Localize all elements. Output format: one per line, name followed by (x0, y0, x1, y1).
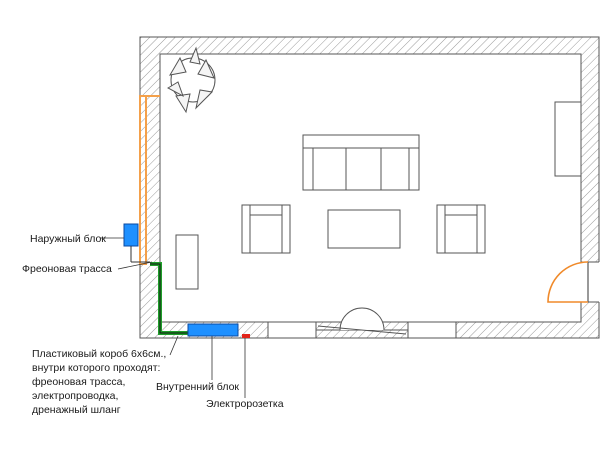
door-icon (547, 261, 589, 303)
plastic-duct (150, 262, 188, 335)
duct-note-line: фреоновая трасса, (32, 376, 125, 388)
socket (242, 334, 250, 338)
duct-note-line: внутри которого проходят: (32, 362, 160, 374)
tv-stand (267, 307, 457, 339)
duct-note: Пластиковый короб 6х6см., внутри которог… (32, 348, 166, 416)
freon-line-label: Фреоновая трасса (22, 263, 112, 275)
socket-label: Электророзетка (206, 398, 284, 410)
side-cabinet (175, 234, 199, 290)
armchair-icon (436, 204, 486, 254)
indoor-unit (187, 323, 239, 337)
leader-lines (100, 237, 246, 398)
duct-note-line: дренажный шланг (32, 404, 121, 416)
sofa-icon (302, 134, 420, 191)
indoor-unit-label: Внутренний блок (156, 381, 239, 393)
armchair-icon (241, 204, 291, 254)
potted-plant-icon (166, 46, 216, 114)
outdoor-unit (123, 223, 150, 263)
outdoor-unit-label: Наружный блок (30, 233, 106, 245)
coffee-table-icon (327, 209, 401, 249)
duct-note-line: электропроводка, (32, 390, 118, 402)
duct-note-line: Пластиковый короб 6х6см., (32, 348, 166, 360)
wall-cabinet (554, 101, 582, 177)
